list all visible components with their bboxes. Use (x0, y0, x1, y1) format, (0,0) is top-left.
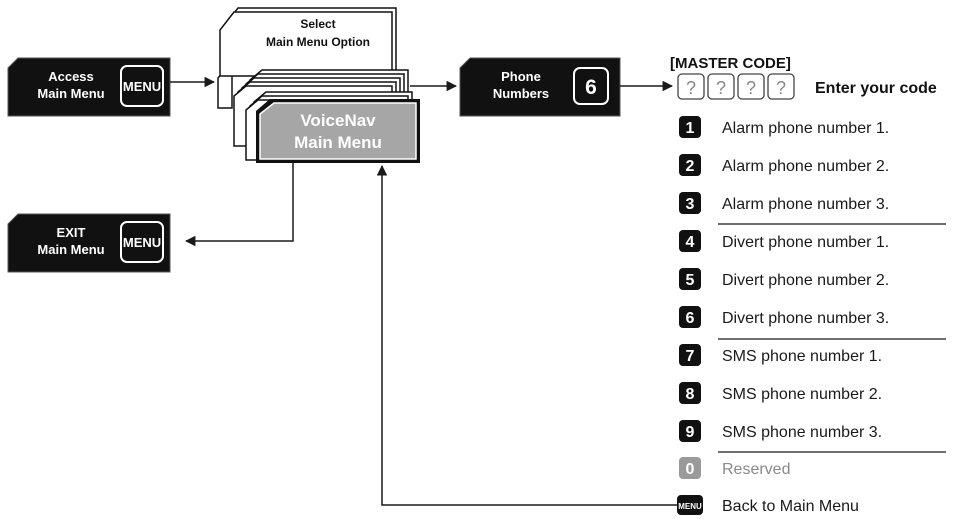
access-main-menu-box: Access Main Menu MENU (7, 57, 171, 117)
code-digit-box (767, 73, 795, 100)
svg-text:0: 0 (686, 461, 695, 478)
option-label: SMS phone number 1. (722, 348, 882, 365)
svg-text:MENU: MENU (678, 502, 702, 511)
back-label: Back to Main Menu (722, 498, 859, 515)
option-6: 6 Divert phone number 3. (679, 306, 889, 328)
key-4-icon (679, 230, 701, 252)
master-code-title: [MASTER CODE] (670, 55, 791, 72)
select-line1: Select (300, 17, 335, 31)
code-prompt: Enter your code (815, 80, 937, 97)
svg-text:8: 8 (686, 386, 695, 403)
option-label: SMS phone number 2. (722, 386, 882, 403)
svg-text:5: 5 (686, 272, 695, 289)
phone-numbers-box: Phone Numbers 6 (459, 57, 621, 117)
option-back: MENU Back to Main Menu (677, 495, 859, 515)
option-3: 3 Alarm phone number 3. (679, 192, 889, 214)
svg-text:?: ? (776, 78, 786, 98)
voicenav-line1: VoiceNav (300, 111, 376, 130)
voicenav-main-menu-box: VoiceNav Main Menu (256, 99, 420, 163)
exit-line2: Main Menu (37, 242, 104, 257)
option-label: Divert phone number 3. (722, 310, 889, 327)
option-label: Divert phone number 2. (722, 272, 889, 289)
key-8-icon (679, 382, 701, 404)
svg-text:3: 3 (686, 196, 695, 213)
svg-text:?: ? (716, 78, 726, 98)
key-6-icon (679, 306, 701, 328)
svg-text:4: 4 (686, 234, 695, 251)
exit-line1: EXIT (57, 225, 86, 240)
code-digit-box (737, 73, 765, 100)
phone-line2: Numbers (493, 86, 549, 101)
key-2-icon (679, 154, 701, 176)
arrow-to-exit (184, 163, 294, 247)
key-9-icon (679, 420, 701, 442)
svg-text:2: 2 (686, 158, 695, 175)
key-0-icon (679, 457, 701, 479)
phone-line1: Phone (501, 69, 541, 84)
select-line2: Main Menu Option (266, 35, 370, 49)
menu-key-icon (677, 495, 703, 515)
key-6-icon: 6 (573, 67, 609, 105)
key-7-icon (679, 344, 701, 366)
svg-text:1: 1 (686, 120, 695, 137)
svg-text:?: ? (686, 78, 696, 98)
svg-text:6: 6 (585, 76, 597, 99)
option-1: 1 Alarm phone number 1. (679, 116, 889, 138)
access-line1: Access (48, 69, 94, 84)
option-label: SMS phone number 3. (722, 424, 882, 441)
option-8: 8 SMS phone number 2. (679, 382, 882, 404)
code-digit-box (707, 73, 735, 100)
key-5-icon (679, 268, 701, 290)
svg-text:6: 6 (686, 310, 695, 327)
svg-text:7: 7 (686, 348, 695, 365)
exit-main-menu-box: EXIT Main Menu MENU (7, 213, 171, 273)
option-label: Alarm phone number 1. (722, 120, 889, 137)
select-menu-option-box: Select Main Menu Option (217, 7, 397, 109)
menu-key-icon: MENU (120, 65, 164, 107)
code-entry: ? ? ? ? (677, 73, 795, 100)
option-9: 9 SMS phone number 3. (679, 420, 882, 442)
menu-key-icon: MENU (120, 221, 164, 263)
svg-text:MENU: MENU (123, 235, 161, 250)
voicenav-line2: Main Menu (294, 133, 382, 152)
svg-text:?: ? (746, 78, 756, 98)
key-1-icon (679, 116, 701, 138)
code-digit-box (677, 73, 705, 100)
option-label: Alarm phone number 3. (722, 196, 889, 213)
option-5: 5 Divert phone number 2. (679, 268, 889, 290)
svg-text:9: 9 (686, 424, 695, 441)
arrow-back-to-main-menu (376, 164, 677, 506)
option-2: 2 Alarm phone number 2. (679, 154, 889, 176)
option-label: Divert phone number 1. (722, 234, 889, 251)
access-line2: Main Menu (37, 86, 104, 101)
option-label: Reserved (722, 461, 790, 478)
option-label: Alarm phone number 2. (722, 158, 889, 175)
svg-text:MENU: MENU (123, 79, 161, 94)
option-7: 7 SMS phone number 1. (679, 344, 882, 366)
option-4: 4 Divert phone number 1. (679, 230, 889, 252)
option-0: 0 Reserved (679, 457, 790, 479)
key-3-icon (679, 192, 701, 214)
